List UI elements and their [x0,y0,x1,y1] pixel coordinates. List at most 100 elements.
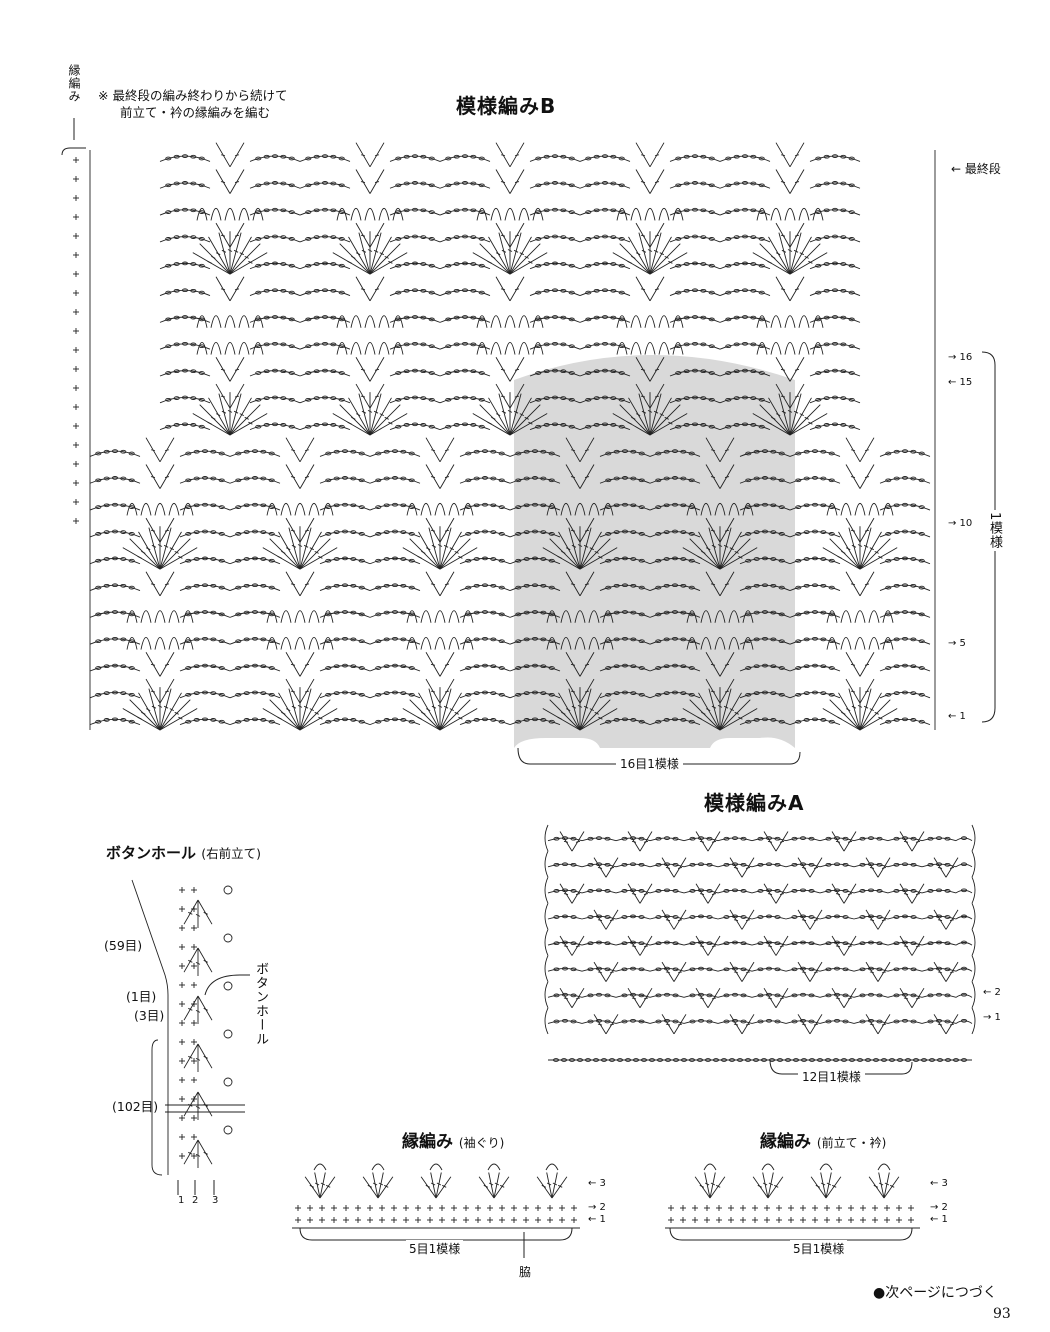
chain-stitch [704,1058,712,1062]
chain-stitch [605,719,612,724]
chain-stitch [111,690,119,695]
chain-arc [159,289,211,296]
chain-stitch [723,1019,730,1024]
double-crochet-stitch [299,688,312,731]
chain-stitch [663,610,670,615]
chain-arc [179,584,231,591]
chain-arc [439,370,491,377]
chain-stitch [927,967,934,972]
chain-stitch [825,915,832,919]
chain-stitch [570,941,577,946]
double-crochet-stitch [304,1176,321,1199]
chain-stitch [548,719,555,724]
stitch-bar [430,476,436,479]
chain-stitch [420,423,427,427]
chain-stitch [255,263,262,268]
chain-stitch [688,585,695,590]
v-stitch [719,652,735,677]
chain-arc [921,889,957,894]
v-stitch [565,517,581,543]
v-stitch [495,357,511,382]
double-crochet-stitch [409,538,441,570]
chain-stitch [675,344,682,349]
chain-stitch [765,888,773,893]
chain-stitch [341,476,349,480]
chain-stitch [708,424,715,429]
chain-stitch [595,966,603,971]
chain-arc [955,942,973,946]
chain-stitch [95,532,102,536]
picot [223,981,233,991]
chain-stitch [848,263,855,268]
stitch-bar [449,708,455,712]
picot-loop [490,342,502,355]
chain-stitch [400,530,407,534]
chain-stitch [823,342,830,347]
double-crochet-stitch [138,531,161,570]
chain-stitch [708,397,715,402]
chain-stitch [605,692,612,697]
chain-stitch [243,691,250,695]
chain-arc [683,915,719,920]
chain-stitch [411,261,419,266]
chain-stitch [190,396,197,400]
chain-stitch [593,315,600,320]
chain-stitch [795,692,802,697]
stitch-bar [881,1023,887,1026]
chain-stitch [770,718,777,722]
chain-stitch [268,585,275,590]
double-crochet-stitch [789,393,802,436]
chain-arc [579,397,631,404]
chain-stitch [543,235,550,239]
chain-arc [89,665,141,672]
stitch-bar [775,252,781,256]
stitch-bar [847,945,853,948]
stitch-bar [697,555,702,559]
stitch-bar [869,971,875,974]
chain-stitch [587,993,594,998]
chain-stitch [859,967,866,972]
chain-arc [459,504,511,511]
chain-arc [229,692,281,699]
double-crochet-stitch [883,1172,890,1199]
chain-stitch [689,862,696,867]
chain-stitch [473,583,480,588]
chain-stitch [689,1019,696,1024]
chain-stitch [358,558,365,563]
double-crochet-stitch [479,404,511,436]
v-stitch [809,961,823,982]
chain-stitch [795,451,802,456]
chain-stitch [638,889,645,893]
chain-stitch [595,992,603,997]
double-crochet-stitch [488,236,511,275]
chain-stitch [338,371,345,375]
chain-arc [649,942,685,946]
stitch-bar [157,704,163,708]
chain-stitch [638,719,645,724]
chain-stitch [288,237,295,241]
v-stitch [159,464,175,489]
chain-stitch [375,612,382,617]
stitch-bar [248,421,253,425]
v-stitch [797,961,811,982]
turning-chain [971,929,976,956]
chain-arc [439,262,491,270]
chain-stitch [587,1019,594,1024]
chain-stitch [885,639,892,644]
chain-stitch [618,156,625,161]
chain-stitch [515,478,522,483]
chain-stitch [481,583,489,588]
v-stitch [741,857,755,878]
stitch-bar [850,529,856,532]
chain-stitch [864,1058,872,1062]
chain-arc [669,182,721,189]
v-stitch [627,883,641,904]
chain-stitch [391,690,399,695]
chain-stitch [671,502,679,507]
double-crochet-stitch [509,397,532,436]
stitch-bar [169,547,175,551]
stitch-bar [373,410,379,414]
picot-loop [280,502,292,516]
v-stitch [705,517,721,543]
chain-stitch [825,862,832,867]
